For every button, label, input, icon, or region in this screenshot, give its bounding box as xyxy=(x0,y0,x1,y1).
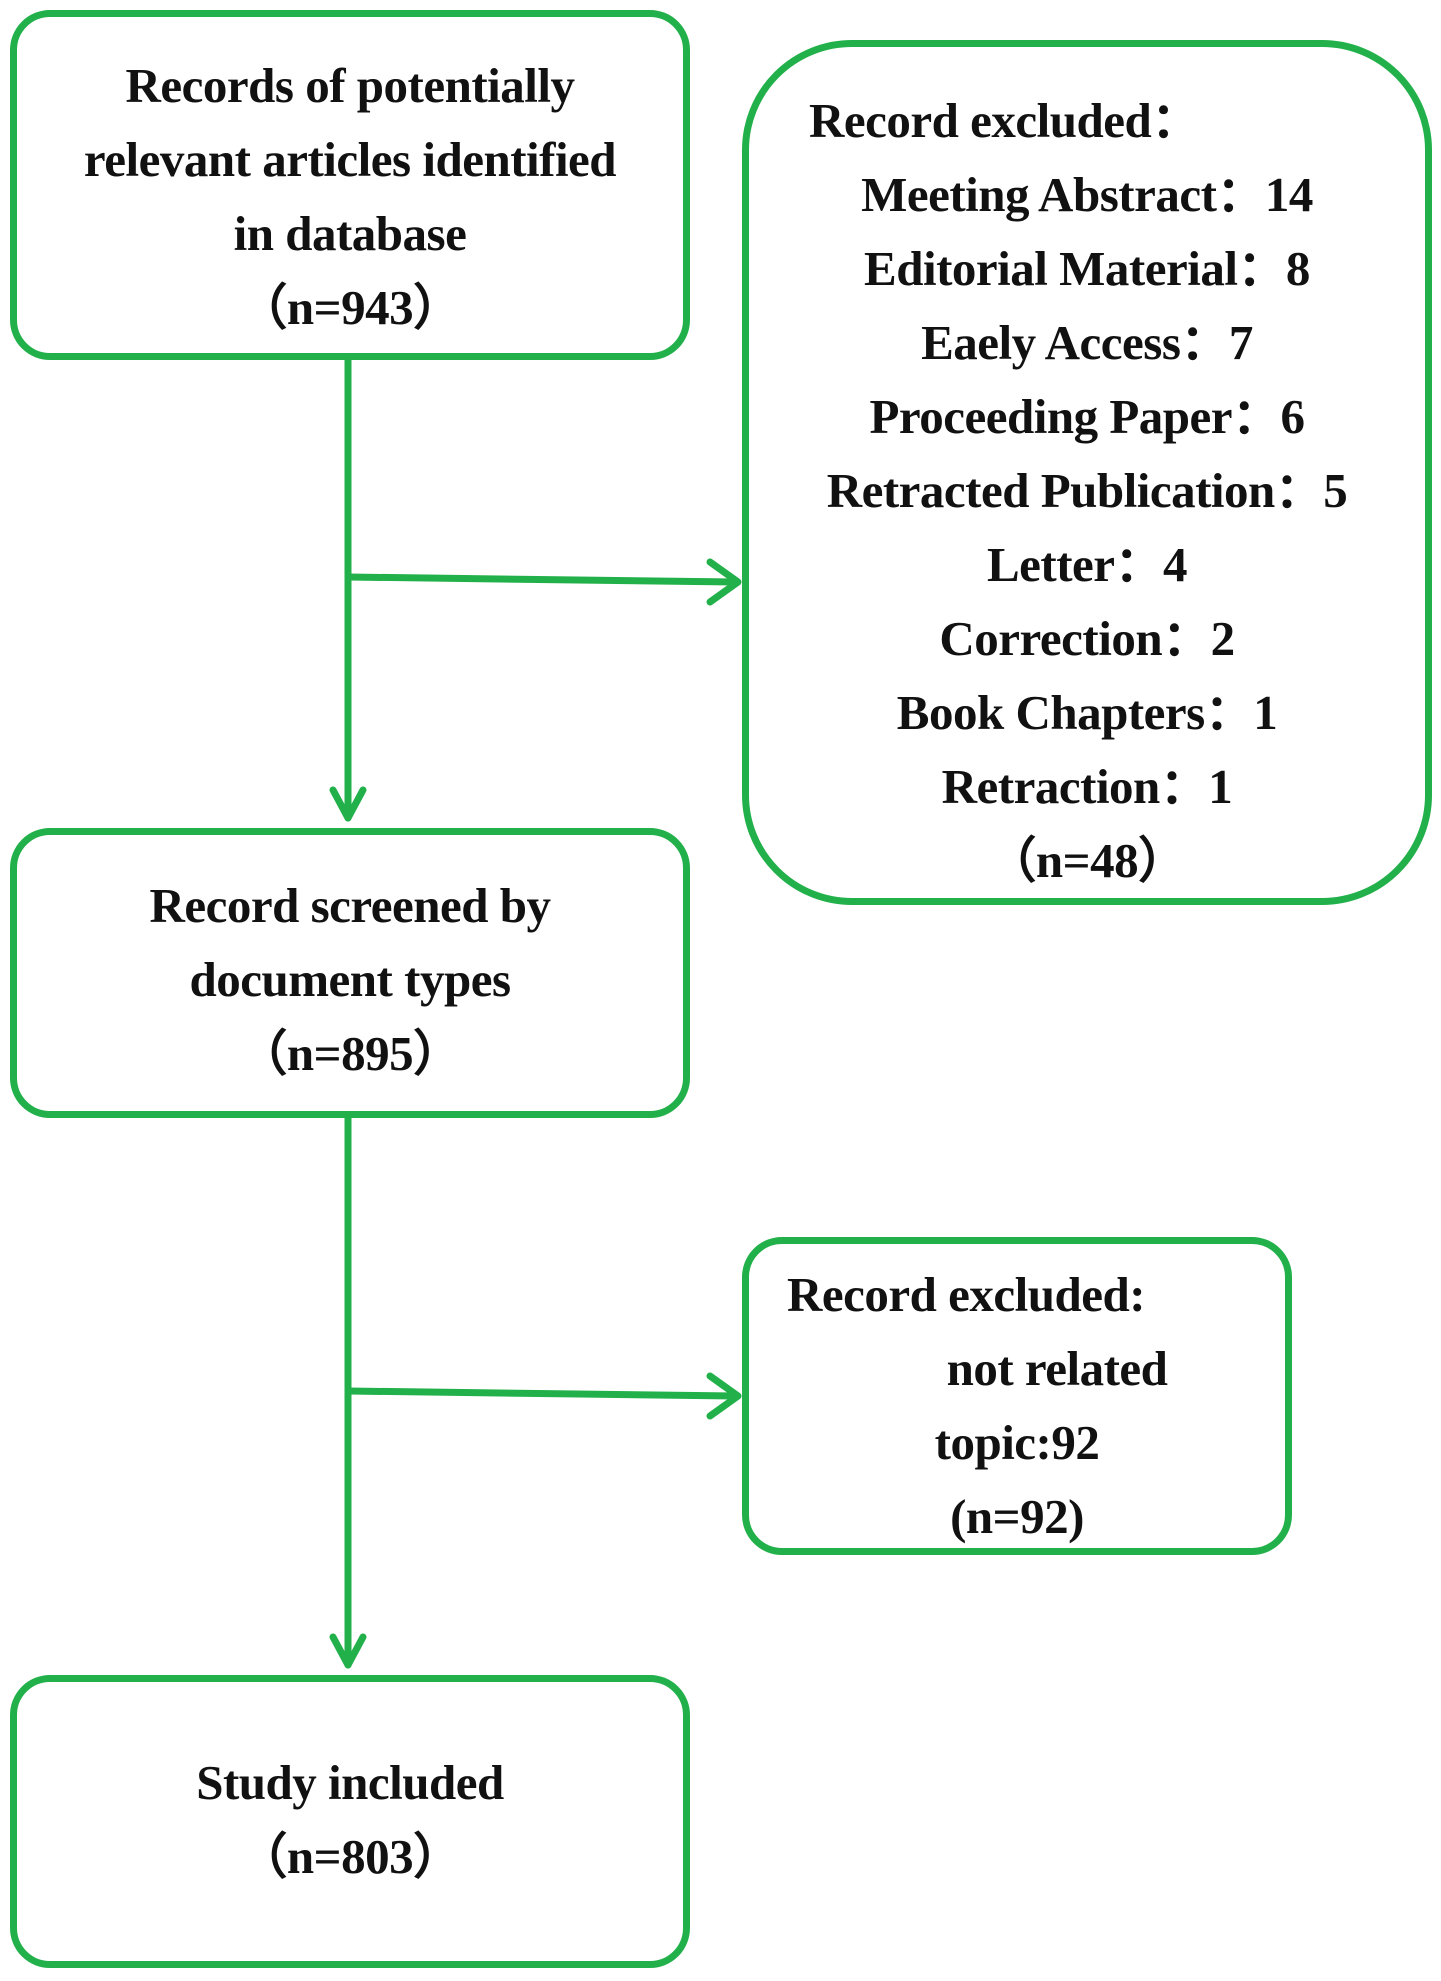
study-included-text: Study included （n=803） xyxy=(17,1746,683,1894)
excluded-topic-count: (n=92) xyxy=(950,1489,1084,1544)
study-included-count: （n=803） xyxy=(238,1829,462,1884)
arrowhead-to-included xyxy=(329,1633,367,1669)
excluded-item-retraction: Retraction：1 xyxy=(941,759,1233,814)
arrowhead-to-excluded-types xyxy=(706,558,742,606)
screened-line-1: Record screened by xyxy=(149,878,551,933)
identified-records-text: Records of potentially relevant articles… xyxy=(17,49,683,345)
excluded-item-book-chapters: Book Chapters：1 xyxy=(896,685,1278,740)
identified-records-box: Records of potentially relevant articles… xyxy=(10,10,690,360)
screened-count: （n=895） xyxy=(238,1026,462,1081)
study-included-label: Study included xyxy=(196,1755,504,1810)
identified-line-2: relevant articles identified xyxy=(83,132,617,187)
excluded-item-editorial-material: Editorial Material：8 xyxy=(864,241,1310,296)
identified-count: （n=943） xyxy=(238,280,462,335)
study-included-box: Study included （n=803） xyxy=(10,1675,690,1968)
excluded-item-correction: Correction：2 xyxy=(939,611,1235,666)
screened-line-2: document types xyxy=(189,952,511,1007)
excluded-item-early-access: Eaely Access：7 xyxy=(921,315,1253,370)
screened-records-box: Record screened by document types （n=895… xyxy=(10,828,690,1118)
excluded-item-proceeding-paper: Proceeding Paper：6 xyxy=(869,389,1305,444)
identified-line-3: in database xyxy=(233,206,467,261)
excluded-item-letter: Letter：4 xyxy=(986,537,1188,592)
arrowhead-to-excluded-topic xyxy=(706,1372,742,1420)
excluded-item-retracted-publication: Retracted Publication：5 xyxy=(826,463,1348,518)
excluded-topic-line-1: not related xyxy=(946,1341,1168,1396)
excluded-topic-line-2: topic:92 xyxy=(934,1415,1100,1470)
identified-line-1: Records of potentially xyxy=(125,58,576,113)
screened-records-text: Record screened by document types （n=895… xyxy=(17,869,683,1091)
excluded-types-list: Meeting Abstract：14 Editorial Material：8… xyxy=(749,158,1425,898)
excluded-types-count: （n=48） xyxy=(987,833,1187,888)
excluded-types-heading: Record excluded： xyxy=(809,93,1200,148)
excluded-topic-box: Record excluded: not related topic:92 (n… xyxy=(742,1237,1292,1555)
arrowhead-to-screened xyxy=(329,786,367,822)
connector-to-excluded-types xyxy=(344,573,739,586)
connector-to-excluded-topic xyxy=(344,1387,739,1400)
excluded-types-box: Record excluded： Meeting Abstract：14 Edi… xyxy=(742,40,1432,905)
excluded-topic-heading: Record excluded: xyxy=(787,1267,1146,1322)
excluded-item-meeting-abstract: Meeting Abstract：14 xyxy=(861,167,1313,222)
excluded-topic-text: not related topic:92 (n=92) xyxy=(749,1332,1285,1554)
